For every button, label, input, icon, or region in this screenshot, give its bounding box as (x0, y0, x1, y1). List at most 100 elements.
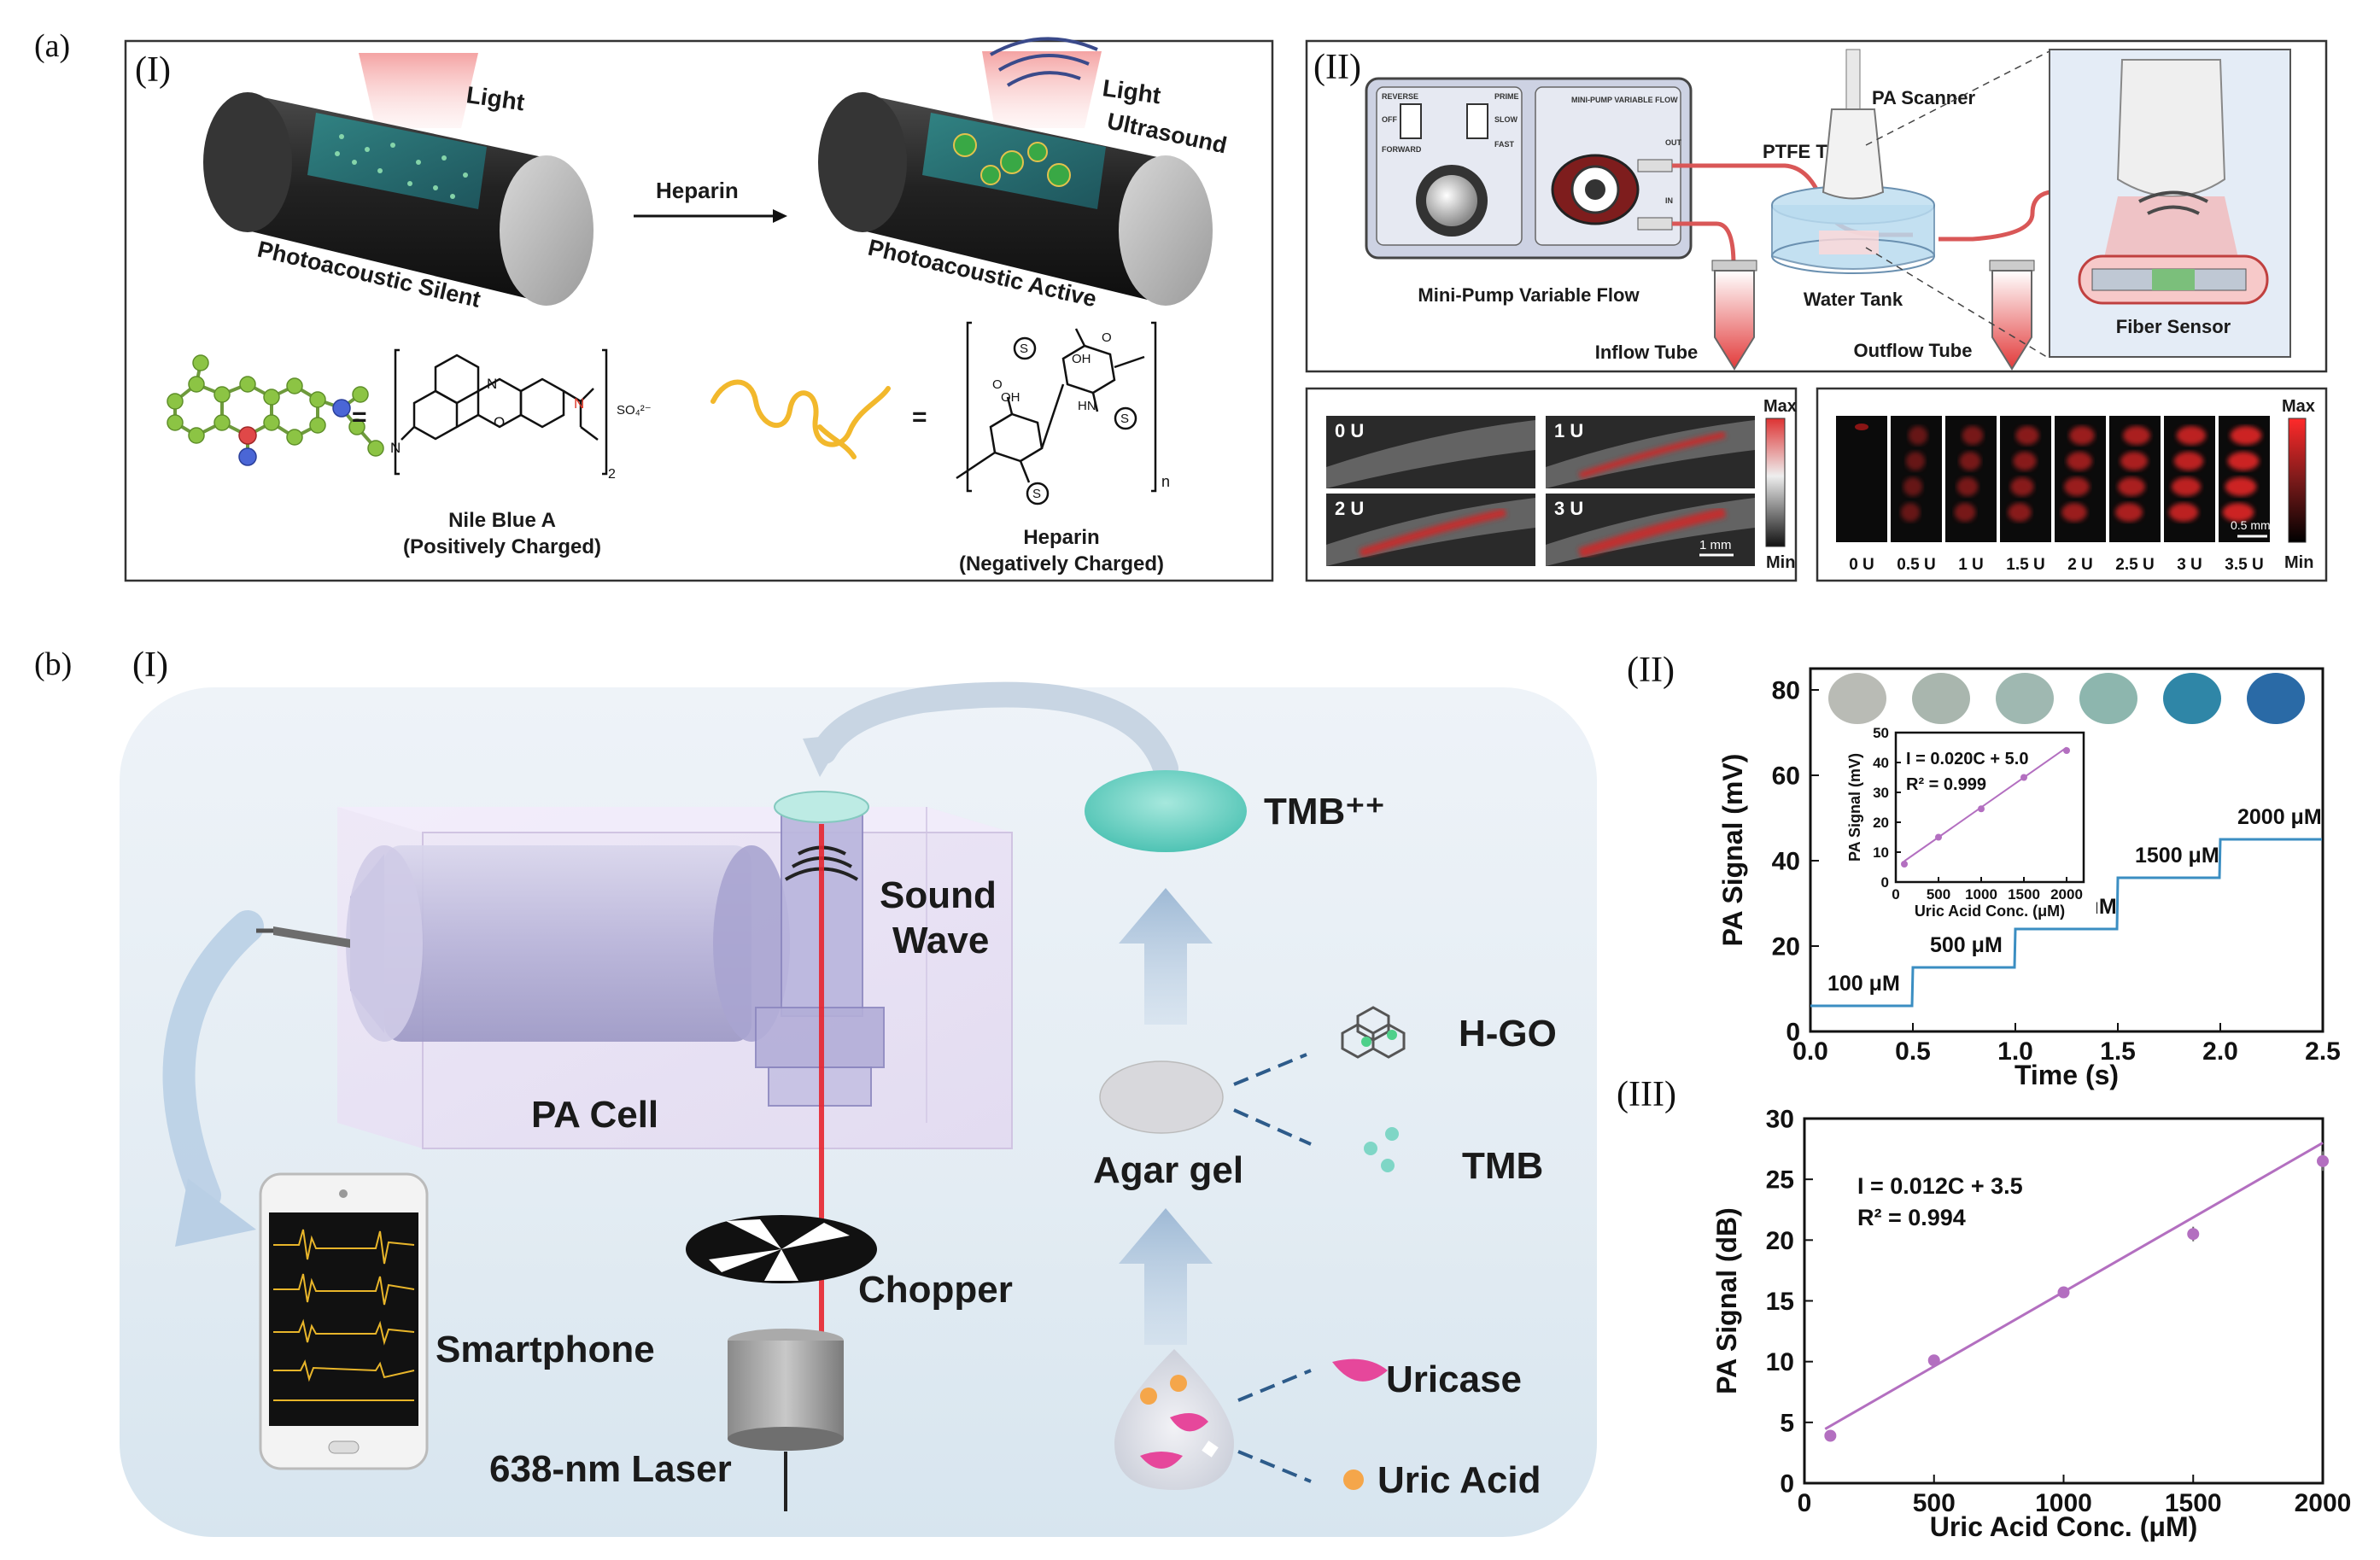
fiber-sensor-inset: Fiber Sensor (2049, 49, 2291, 358)
equals-sign-heparin: = (912, 403, 927, 431)
chopper-label: Chopper (858, 1269, 1013, 1311)
y-tick-label: 15 (1766, 1288, 1794, 1316)
inset-point (1978, 805, 1985, 813)
svg-text:O: O (992, 377, 1003, 392)
pa-tile: 1 U (1945, 416, 1997, 574)
smartphone-icon: Smartphone (259, 1172, 655, 1470)
fit-line (1824, 1142, 2324, 1430)
x-tick-label: 2.5 (2305, 1037, 2341, 1066)
color-swatch (1996, 673, 2054, 724)
color-swatch (2079, 673, 2137, 724)
y-tick-label: 10 (1873, 844, 1889, 861)
pump-fast-label: FAST (1494, 140, 1515, 149)
water-tank: Water Tank (1771, 185, 1935, 310)
agar-gel-label: Agar gel (1093, 1149, 1243, 1191)
panel-b-III-label: (III) (1617, 1075, 1676, 1114)
x-axis-label: Uric Acid Conc. (μM) (1930, 1511, 2198, 1542)
cylinder-end-right (818, 92, 907, 232)
us-tile-label: 2 U (1335, 498, 1364, 519)
up-arrow-2 (1119, 1208, 1213, 1345)
outflow-tube-icon (1989, 260, 2035, 371)
plot-frame (1809, 667, 2324, 1033)
sensor-waves-icon (2138, 190, 2208, 215)
pa-scale-label: 0.5 mm (2231, 518, 2271, 532)
color-swatch (1828, 673, 1886, 724)
us-tile: 3 U (1546, 494, 1755, 566)
step-label: 100 μM (1827, 972, 1900, 996)
y-tick-label: 0 (1881, 874, 1889, 891)
svg-text:S: S (1032, 487, 1041, 501)
panel-b-I: PA Cell Sound Wave Chopper 638-nm Laser (120, 681, 1597, 1537)
smartphone-label: Smartphone (436, 1329, 655, 1370)
plot-frame (1894, 731, 2085, 884)
y-tick-label: 30 (1766, 1106, 1794, 1134)
fit-r2: R² = 0.994 (1857, 1205, 1966, 1230)
color-swatch (2163, 673, 2221, 724)
svg-text:OH: OH (1072, 352, 1091, 366)
x-tick-label: 500 (1913, 1489, 1956, 1517)
panel-a-I-label: (I) (135, 50, 171, 90)
inflow-tube-label: Inflow Tube (1595, 342, 1699, 363)
us-tile: 0 U (1326, 416, 1535, 488)
pa-min-label: Min (2284, 553, 2313, 572)
nile-blue-atoms (167, 354, 384, 466)
step-label: 500 μM (1930, 933, 2003, 957)
tmb-oxidized-icon (1085, 770, 1247, 852)
svg-text:OH: OH (1001, 390, 1020, 405)
laser-icon: 638-nm Laser (489, 1329, 844, 1511)
nile-blue-charge: (Positively Charged) (403, 535, 601, 558)
light-beam-left (359, 53, 478, 128)
step-label: 1500 μM (2135, 844, 2219, 868)
nile-blue-name: Nile Blue A (448, 509, 556, 532)
up-arrow-1 (1119, 888, 1213, 1025)
sound-wave-label-2: Wave (892, 920, 989, 961)
pa-tile-label: 3.5 U (2225, 556, 2263, 574)
uricase-icon (1332, 1358, 1388, 1382)
cylinder-end-left (203, 92, 292, 232)
svg-text:HN: HN (1078, 399, 1096, 413)
pump-prime-label: PRIME (1494, 92, 1519, 101)
dye-film-left (307, 113, 487, 209)
heparin-name: Heparin (1023, 526, 1099, 549)
pa-tile: 3.5 U (2219, 416, 2270, 574)
pa-tile: 2 U (2055, 416, 2106, 574)
pump-reverse-label: REVERSE (1382, 92, 1418, 101)
pa-tile: 0 U (1836, 416, 1887, 574)
x-axis-label: Uric Acid Conc. (μM) (1915, 903, 2065, 920)
svg-text:S: S (1020, 342, 1028, 356)
x-tick-label: 0.5 (1895, 1037, 1931, 1066)
panel-b-I-label: (I) (132, 646, 168, 685)
fiber-sensor-label: Fiber Sensor (2116, 316, 2231, 337)
inflow-tube-icon (1711, 260, 1757, 371)
us-min-label: Min (1766, 553, 1795, 572)
data-point (2187, 1228, 2200, 1241)
x-tick-label: 1.0 (1997, 1037, 2033, 1066)
light-beam-right (982, 51, 1102, 128)
pa-cell-chamber (384, 845, 751, 1042)
silent-cylinder: Light Photoacoustic Silent (203, 53, 594, 313)
us-tile: 2 U (1326, 494, 1535, 566)
y-tick-label: 60 (1772, 762, 1800, 791)
panel-a-II: (II) REVERSE OFF FORWARD PRIME SLOW FAST… (1305, 39, 2328, 373)
us-max-label: Max (1763, 397, 1797, 416)
pa-tile-label: 2 U (2067, 556, 2093, 574)
pa-tile: 3 U (2164, 416, 2215, 574)
tmb-to-cell-arrow (811, 681, 1178, 781)
inset-equation: I = 0.020C + 5.0 (1906, 750, 2028, 768)
heparin-subscript: n (1161, 473, 1170, 490)
pa-tile: 2.5 U (2109, 416, 2161, 574)
pa-tile: 1.5 U (2000, 416, 2051, 574)
pa-tile-label: 1.5 U (2006, 556, 2044, 574)
inset-point (1901, 861, 1908, 868)
x-tick-label: 2.0 (2202, 1037, 2238, 1066)
heparin-arrow: Heparin (634, 178, 787, 223)
pa-cell-label: PA Cell (531, 1094, 658, 1136)
step-line (1810, 838, 2322, 1008)
svg-text:N: N (487, 376, 497, 392)
pump-off-label: OFF (1382, 115, 1397, 124)
color-swatch (2247, 673, 2305, 724)
data-point (1927, 1354, 1940, 1367)
svg-text:N: N (390, 440, 401, 456)
pa-max-label: Max (2282, 397, 2315, 416)
